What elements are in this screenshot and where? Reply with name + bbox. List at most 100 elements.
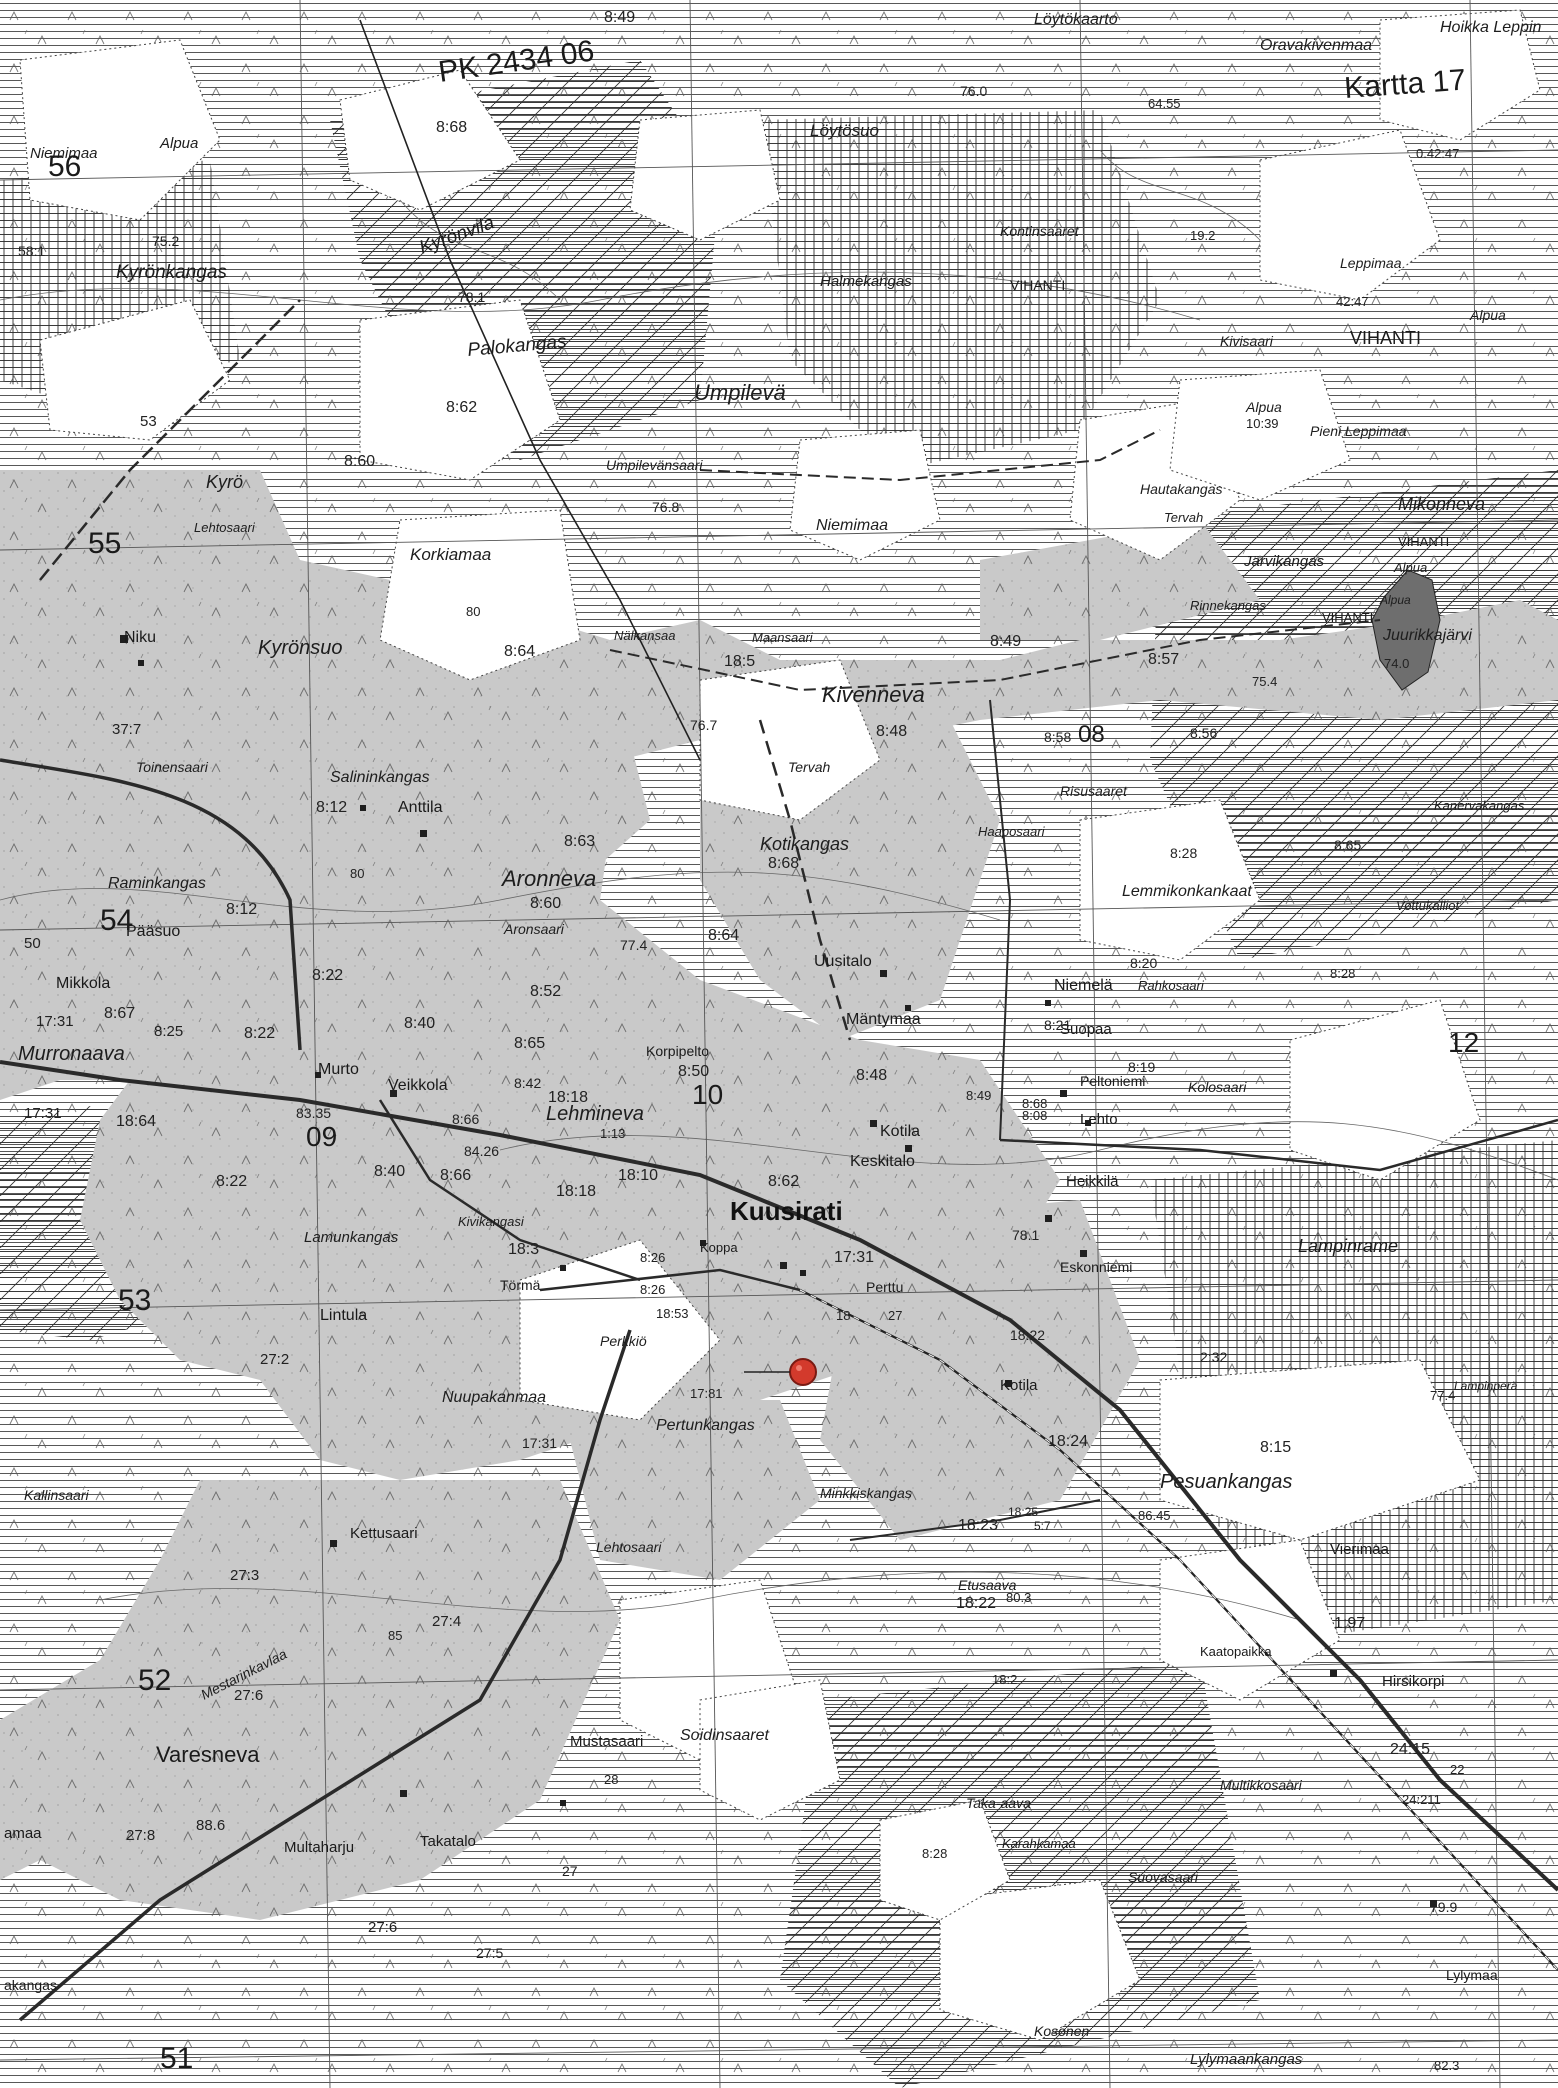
place-juurikkajarvi: Juurikkajärvi (1382, 627, 1472, 644)
place-alpua-j: Alpua (1379, 593, 1411, 607)
road-murto (378, 1099, 641, 1282)
spot-code-c781b: 78.1 (1012, 1227, 1039, 1243)
place-kuusirati: Kuusirati (730, 1196, 843, 1226)
place-vottukalliot: Vottukalliot (1396, 898, 1460, 913)
place-kotikangas: Kotikangas (760, 834, 849, 854)
place-lylymaankangas: Lylymaankangas (1190, 2051, 1303, 2068)
spot-code-c768: 76.8 (652, 499, 679, 515)
grid-number-g08: 08 (1078, 721, 1105, 748)
juurikkajarvi-lake (1371, 569, 1441, 691)
place-taka-aava: Taka-aava (966, 1795, 1031, 1811)
contour-lines (0, 149, 1558, 1621)
place-vihanti-4: VIHANTI (1322, 610, 1373, 625)
spot-code-c840b: 8:40 (374, 1163, 405, 1180)
spot-code-c278: 27:8 (126, 1827, 155, 1844)
spot-code-c826: 8:26 (640, 1250, 665, 1265)
place-kaatopaikka: Kaatopaikka (1200, 1644, 1272, 1659)
spot-code-c862b: 8:62 (768, 1173, 799, 1190)
road-north (989, 699, 1012, 1141)
place-torma: Törmä (500, 1277, 541, 1293)
spot-code-c820: 8:20 (1130, 955, 1157, 971)
spot-code-c819: 8:19 (1128, 1059, 1155, 1075)
spot-code-c53: 53 (140, 413, 157, 430)
place-mikkola: Mikkola (56, 975, 110, 992)
place-takatalo: Takatalo (420, 1833, 476, 1850)
place-toinensaari: Toinensaari (136, 759, 209, 775)
road-dashed-n3 (699, 429, 1161, 482)
place-mantymaa: Mäntymaa (846, 1011, 921, 1028)
place-niku: Niku (124, 629, 156, 646)
spot-code-c80a: 80 (466, 604, 480, 619)
spot-code-c1731b: 17:31 (24, 1105, 62, 1122)
spot-code-c865b: 8:65 (514, 1035, 545, 1052)
place-lehtosaari-nw: Lehtosaari (194, 520, 256, 535)
spot-code-c1818b: 18:18 (556, 1183, 596, 1200)
spot-code-c197: 1:97 (1334, 1615, 1365, 1632)
spot-code-c860b: 8:60 (530, 895, 561, 912)
grid-number-g12: 12 (1448, 1027, 1479, 1058)
grid-number-g09: 09 (306, 1121, 337, 1152)
place-pieni-leppimaa: Pieni Leppimaa (1310, 423, 1407, 439)
spot-code-c740: 74.0 (1384, 656, 1409, 671)
spot-code-c1824: 18:24 (1048, 1433, 1088, 1450)
spot-code-c1731: 17:31 (36, 1013, 74, 1030)
spot-code-c857: 8:57 (1148, 651, 1179, 668)
place-niemimaa-c: Niemimaa (816, 517, 888, 534)
place-murronaava: Murronaava (18, 1043, 125, 1065)
place-rinnekangas: Rinnekangas (1190, 598, 1266, 613)
place-niemimaa-nw: Niemimaa (30, 145, 98, 162)
place-lampinperi: Lampinperä (1454, 1379, 1518, 1393)
grid-number-g10: 10 (692, 1079, 723, 1110)
spot-code-c868: 8:68 (436, 119, 467, 136)
spot-code-c276: 27:6 (234, 1687, 263, 1704)
place-kyronkangas: Kyrönkangas (116, 262, 227, 283)
spot-code-c849: 8:49 (604, 9, 635, 26)
spot-code-c781: 78.1 (458, 289, 485, 305)
red-location-dot-icon[interactable] (744, 1358, 817, 1386)
spot-code-c85: 85 (388, 1628, 402, 1643)
spot-code-c1823: 18:23 (958, 1517, 998, 1534)
place-veikkola: Veikkola (388, 1077, 448, 1094)
spot-code-c821: 8:21 (1044, 1017, 1071, 1033)
spot-code-c866: 8:66 (452, 1111, 479, 1127)
spot-code-c826b: 8:26 (640, 1282, 665, 1297)
spot-code-c812b: 8:12 (226, 901, 257, 918)
place-lintula: Lintula (320, 1307, 367, 1324)
spot-code-c774b: 77.4 (1430, 1388, 1455, 1403)
grid-number-g52: 52 (138, 1664, 171, 1697)
power-line (359, 19, 701, 761)
road-dashed-n1 (39, 299, 301, 581)
spot-code-c8335: 83.35 (296, 1105, 331, 1121)
place-salininkangas: Salininkangas (330, 769, 430, 786)
spot-code-c767: 76.7 (690, 717, 717, 733)
place-etusaava: Etusaava (958, 1577, 1017, 1593)
spot-code-c50: 50 (24, 935, 41, 952)
place-kolosaari: Kolosaari (1188, 1079, 1247, 1095)
place-lehmineva: Lehmineva (546, 1103, 644, 1125)
place-keskitalo: Keskitalo (850, 1153, 915, 1170)
place-hautakangas: Hautakangas (1140, 481, 1223, 497)
place-loytokaarto: Löytökaarto (1034, 11, 1118, 28)
spot-code-c1810: 18:10 (618, 1167, 658, 1184)
place-hoikka: Hoikka Leppin (1440, 19, 1542, 36)
place-multikkosaari: Multikkosaari (1220, 1777, 1303, 1793)
place-varesneva: Varesneva (156, 1742, 260, 1767)
spot-code-c581: 58:1 (18, 243, 45, 259)
spot-code-c842: 8:42 (514, 1075, 541, 1091)
place-kotila-2: Kotila (1000, 1377, 1038, 1394)
place-kosonen: Kosonen (1034, 2023, 1089, 2039)
place-alpua-nw: Alpua (159, 135, 198, 152)
place-umpilevansaari: Umpilevänsaari (606, 457, 703, 473)
spot-code-c822c: 8:22 (216, 1173, 247, 1190)
spot-code-c760: 76.0 (960, 83, 987, 99)
spot-code-c1822b: 18:22 (956, 1595, 996, 1612)
place-niemela: Niemelä (1054, 977, 1113, 994)
place-peltoniemi: Peltoniemi (1080, 1073, 1145, 1089)
road-etusaava (849, 1499, 1101, 1541)
place-kallinsaari: Kallinsaari (24, 1487, 89, 1503)
spot-code-c825: 8:25 (154, 1023, 183, 1040)
spot-code-c822b: 8:22 (244, 1025, 275, 1042)
place-mustasaari: Mustasaari (570, 1733, 643, 1750)
place-vihanti-1: VIHANTI (1010, 277, 1065, 293)
